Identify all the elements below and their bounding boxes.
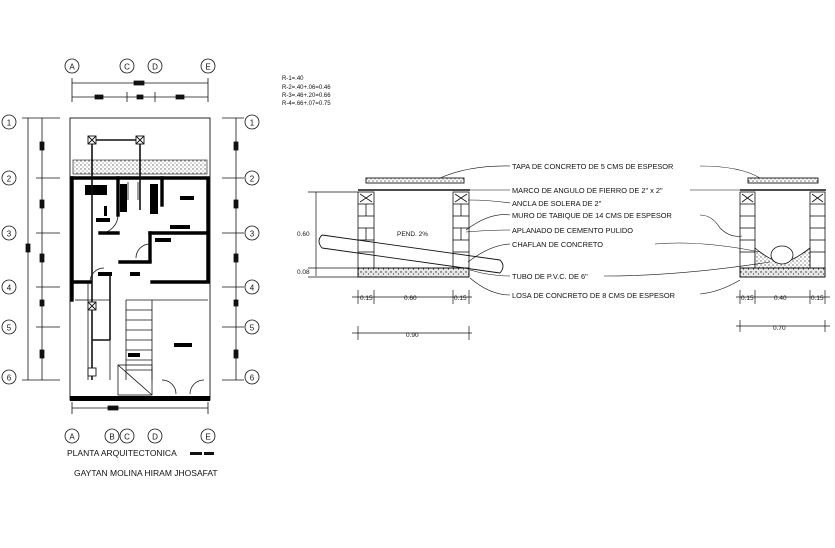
dim-total-right: 0.70 xyxy=(773,325,786,332)
front-wall xyxy=(70,396,210,401)
stairs xyxy=(126,309,152,371)
svg-text:D: D xyxy=(152,433,158,442)
svg-text:5: 5 xyxy=(250,324,255,333)
label-pipe: TUBO DE P.V.C. DE 6" xyxy=(512,272,588,281)
base-slab-right xyxy=(739,267,826,278)
axis-bubbles-right: 1 2 3 4 5 6 xyxy=(244,114,260,385)
svg-text:5: 5 xyxy=(7,324,12,333)
cover-lid-right xyxy=(747,177,819,184)
fixtures xyxy=(85,184,194,357)
dim-wall-r2: 0.15 xyxy=(811,295,824,302)
svg-text:R-4=.66+.07=0.75: R-4=.66+.07=0.75 xyxy=(282,101,331,107)
dim-interior-right: 0.40 xyxy=(774,295,787,302)
drainage-line xyxy=(91,139,141,380)
axis-bubbles-left: 1 2 3 4 5 6 xyxy=(1,114,17,385)
leader-lines xyxy=(439,165,771,296)
svg-text:D: D xyxy=(152,63,158,72)
section-height-dims xyxy=(308,191,358,278)
axis-bubble-top-e: E xyxy=(200,58,216,74)
svg-text:4: 4 xyxy=(250,284,255,293)
svg-text:C: C xyxy=(124,63,130,72)
dim-interior-left: 0.60 xyxy=(404,295,417,302)
svg-text:3: 3 xyxy=(7,230,12,239)
label-plaster: APLANADO DE CEMENTO PULIDO xyxy=(512,226,633,235)
axis-bubbles-bottom: A B C D E xyxy=(64,428,216,444)
dim-height: 0.60 xyxy=(297,231,310,238)
svg-text:E: E xyxy=(205,433,210,442)
brick-wall-right xyxy=(452,191,470,269)
label-anchor: ANCLA DE SOLERA DE 2" xyxy=(512,199,602,208)
label-chamfer: CHAFLAN DE CONCRETO xyxy=(512,240,603,249)
svg-text:R-1=.40: R-1=.40 xyxy=(282,76,304,82)
base-slab-left xyxy=(357,267,470,278)
svg-text:2: 2 xyxy=(7,175,12,184)
brick-wall-left xyxy=(357,191,375,269)
svg-text:E: E xyxy=(205,63,210,72)
registers xyxy=(87,135,145,377)
svg-text:4: 4 xyxy=(7,284,12,293)
pipe-section-right xyxy=(770,245,794,265)
dim-slab: 0.08 xyxy=(297,269,310,276)
svg-text:B: B xyxy=(109,433,114,442)
svg-text:6: 6 xyxy=(7,374,12,383)
label-slab: LOSA DE CONCRETO DE 8 CMS DE ESPESOR xyxy=(512,291,675,300)
dim-wall-left: 0.15 xyxy=(360,295,373,302)
register-section: PEND. 2% 0.60 0.08 0.15 0.60 0.15 0.90 xyxy=(297,162,830,340)
floor-plan: A C D E 1 2 xyxy=(1,58,331,478)
plan-bottom-dimensions xyxy=(71,402,209,414)
svg-text:1: 1 xyxy=(7,119,12,128)
plan-left-dimensions xyxy=(22,117,60,381)
label-cover: TAPA DE CONCRETO DE 5 CMS DE ESPESOR xyxy=(512,162,673,171)
svg-text:2: 2 xyxy=(250,175,255,184)
plan-right-dimensions xyxy=(222,117,244,381)
svg-text:3: 3 xyxy=(250,230,255,239)
label-wall: MURO DE TABIQUE DE 14 CMS DE ESPESOR xyxy=(512,211,672,220)
dim-total-left: 0.90 xyxy=(406,332,419,339)
svg-text:R-3=.46+.20=0.66: R-3=.46+.20=0.66 xyxy=(282,93,331,99)
svg-text:A: A xyxy=(69,63,75,72)
dim-wall-r1: 0.15 xyxy=(741,295,754,302)
plan-top-dimensions xyxy=(71,78,209,102)
section-width-dims-left xyxy=(352,290,472,340)
slope-label: PEND. 2% xyxy=(397,231,428,238)
svg-text:C: C xyxy=(124,433,130,442)
svg-text:A: A xyxy=(69,433,75,442)
axis-bubble-top-d: D xyxy=(147,58,163,74)
author-name: GAYTAN MOLINA HIRAM JHOSAFAT xyxy=(74,468,218,478)
svg-text:6: 6 xyxy=(250,374,255,383)
scale-bar-segment xyxy=(190,452,202,455)
svg-text:R-2=.40+.06=0.46: R-2=.40+.06=0.46 xyxy=(282,85,331,91)
front-gate xyxy=(117,364,205,396)
label-frame: MARCO DE ANGULO DE FIERRO DE 2" x 2" xyxy=(512,186,663,195)
plan-title: PLANTA ARQUITECTONICA xyxy=(67,448,177,458)
cover-lid-left xyxy=(365,177,465,184)
scale-bar-segment xyxy=(204,452,214,455)
axis-bubble-top-c: C xyxy=(119,58,135,74)
brick-wall-right-register xyxy=(739,191,826,269)
section-width-dims-right xyxy=(736,290,830,332)
level-legend: R-1=.40 R-2=.40+.06=0.46 R-3=.46+.20=0.6… xyxy=(282,76,331,107)
svg-text:1: 1 xyxy=(250,119,255,128)
dim-wall-right: 0.15 xyxy=(454,295,467,302)
pvc-pipe xyxy=(318,234,504,274)
axis-bubble-top-a: A xyxy=(64,58,80,74)
